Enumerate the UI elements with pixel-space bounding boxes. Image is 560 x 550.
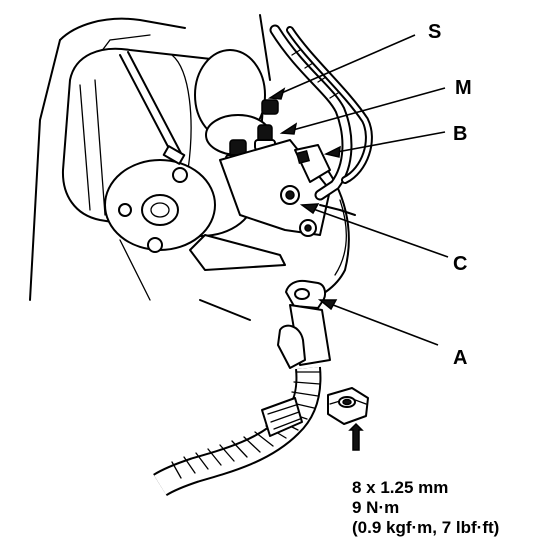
arrowhead-c <box>299 203 320 215</box>
cable-a <box>153 279 331 497</box>
callout-s: S <box>428 21 441 43</box>
torque-spec: 8 x 1.25 mm 9 N·m (0.9 kgf·m, 7 lbf·ft) <box>352 478 499 537</box>
arrowhead-m <box>279 122 298 135</box>
leader-a <box>319 299 439 346</box>
arrowhead-a <box>317 299 338 311</box>
callout-a: A <box>453 347 467 369</box>
wire-harness-upper <box>269 24 373 216</box>
spec-size: 8 x 1.25 mm <box>352 478 448 497</box>
leader-s <box>269 34 416 99</box>
callout-b: B <box>453 123 467 145</box>
flange-nut <box>327 387 369 425</box>
leader-lines <box>267 34 449 346</box>
spec-kgf-lbf: (0.9 kgf·m, 7 lbf·ft) <box>352 518 499 537</box>
torque-arrow <box>348 422 364 451</box>
callout-m: M <box>455 77 472 99</box>
leader-m <box>281 87 446 134</box>
leader-b <box>325 131 446 155</box>
spec-nm: 9 N·m <box>352 498 399 517</box>
arrowhead-s <box>267 87 286 100</box>
starter-motor <box>61 47 271 253</box>
callout-c: C <box>453 253 467 275</box>
leader-c <box>301 204 449 258</box>
arrowhead-b <box>323 145 341 158</box>
